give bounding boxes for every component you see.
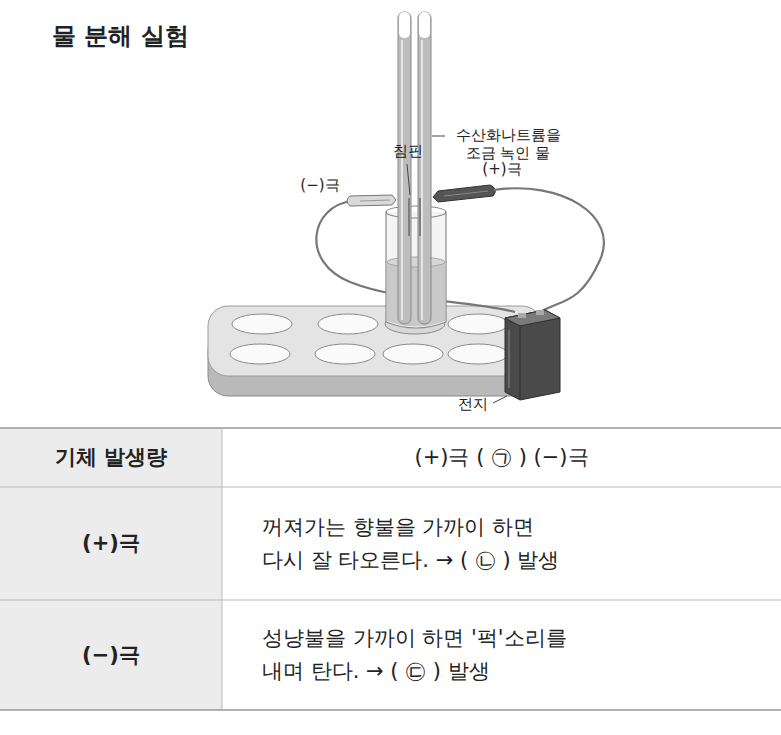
table-header-box: 기체 발생량 (0, 428, 222, 487)
header-column (0, 428, 222, 710)
pin-label-box: 침핀 (387, 142, 429, 160)
solution-label-box: 수산화나트륨을 조금 녹인 물 (447, 126, 569, 162)
pins (409, 198, 420, 236)
table-cell-box: 꺼져가는 향불을 가까이 하면 다시 잘 타오른다. → ( ㉡ ) 발생 (262, 487, 767, 600)
table-border (0, 709, 781, 711)
table-header: 기체 발생량 (0, 441, 222, 474)
table-border (0, 600, 781, 601)
beaker (386, 206, 446, 328)
table-header-box: (+)극 (0, 487, 222, 600)
alligator-clip-positive (433, 185, 495, 202)
table-cell-box: (+)극 ( ㉠ ) (−)극 (222, 428, 781, 487)
battery (505, 310, 560, 400)
electrode-label: (+)극 (474, 160, 530, 178)
table-border (0, 427, 781, 429)
table-header: (+)극 (0, 527, 222, 560)
test-tube-rack (208, 306, 542, 396)
table-border (222, 428, 223, 710)
electrode-label-box: (−)극 (292, 176, 348, 194)
electrode-label-box: (+)극 (474, 160, 530, 178)
table-cell: 꺼져가는 향불을 가까이 하면 다시 잘 타오른다. → ( ㉡ ) 발생 (262, 511, 767, 576)
table-header-box: (−)극 (0, 600, 222, 710)
table-cell-box: 성냥불을 가까이 하면 '퍽'소리를 내며 탄다. → ( ㉢ ) 발생 (262, 600, 767, 710)
battery-label: 전지 (452, 395, 494, 413)
title: 물 분해 실험 (52, 20, 189, 52)
battery-label-box: 전지 (452, 395, 494, 413)
wire (494, 188, 604, 312)
table-border (0, 487, 781, 488)
solution-label: 수산화나트륨을 조금 녹인 물 (447, 126, 569, 162)
table-grid (0, 428, 781, 710)
test-tubes (398, 12, 431, 324)
table-header: (−)극 (0, 639, 222, 672)
table-cell: 성냥불을 가까이 하면 '퍽'소리를 내며 탄다. → ( ㉢ ) 발생 (262, 622, 767, 687)
pin-label: 침핀 (387, 142, 429, 160)
table-cell: (+)극 ( ㉠ ) (−)극 (222, 441, 781, 474)
alligator-clip-negative (347, 195, 396, 206)
electrode-label: (−)극 (292, 176, 348, 194)
